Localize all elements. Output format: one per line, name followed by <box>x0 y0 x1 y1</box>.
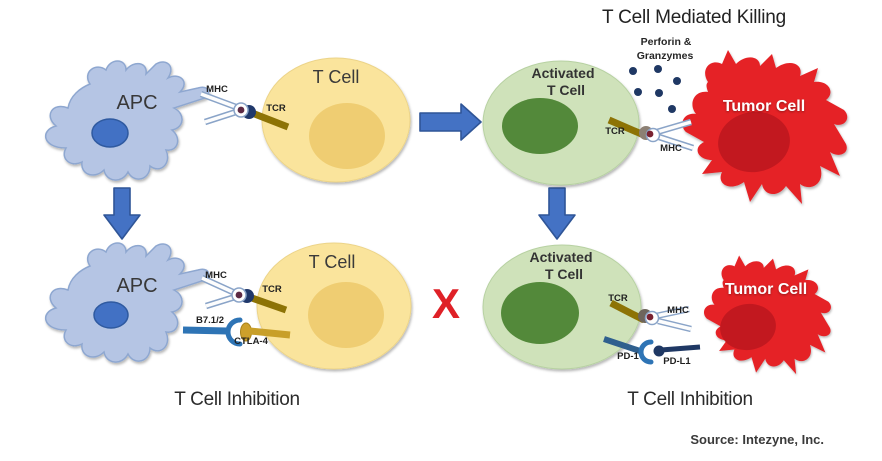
mhc-label-top-right: MHC <box>660 143 682 154</box>
pd1-label: PD-1 <box>617 351 639 362</box>
granule-dot <box>673 77 681 85</box>
tcr-label-top-right: TCR <box>605 126 625 137</box>
apc-body-top <box>44 60 210 181</box>
tcell-top <box>261 57 411 183</box>
caption-left: T Cell Inhibition <box>174 389 300 410</box>
tcell-label-bottom: T Cell <box>308 252 356 272</box>
tumor-cell-bottom <box>703 255 831 375</box>
tumor-cell-top <box>682 50 848 204</box>
tcr-label-bottom-left: TCR <box>262 284 282 295</box>
tcell-label-top: T Cell <box>312 67 360 87</box>
arrow-down-right-icon <box>538 187 576 240</box>
antigen-peptide-icon <box>646 130 654 138</box>
tcr-mhc-synapse-bottom-right <box>609 299 692 333</box>
mhc-prong <box>658 135 694 150</box>
tcr-mhc-synapse-top-right <box>607 116 695 152</box>
mhc-prong <box>656 120 692 134</box>
tcr-label-top-left: TCR <box>266 103 286 114</box>
antigen-peptide-icon <box>237 106 245 114</box>
pdl1-rod-icon <box>660 344 701 353</box>
activated-label-top-line2: T Cell <box>546 82 586 98</box>
b7-cup-icon <box>225 317 243 347</box>
pd1-rod-icon <box>603 336 641 354</box>
pdl1-label: PD-L1 <box>663 356 691 367</box>
antigen-peptide-icon <box>646 313 654 321</box>
apc-body-bottom <box>44 242 210 363</box>
mhc-tcr-synapse-bottom-left <box>200 275 288 314</box>
tcell-nucleus-top <box>309 103 385 169</box>
mhc-prong <box>204 110 237 124</box>
mhc-label-top-left: MHC <box>206 84 228 95</box>
arrow-down-left-icon <box>103 187 141 240</box>
apc-label-bottom: APC <box>116 275 158 297</box>
mhc-label-bottom-left: MHC <box>205 270 227 281</box>
b7-rod-icon <box>182 326 228 335</box>
inhibition-x-mark: X <box>431 280 461 327</box>
pd1-pdl1-synapse <box>603 336 701 365</box>
b7-ctla4-synapse <box>182 317 291 347</box>
activated-nucleus-bottom <box>501 282 579 344</box>
mhc-prong <box>657 319 692 331</box>
perforin-label-line1: Perforin & <box>640 36 692 48</box>
activated-label-bottom-line2: T Cell <box>544 266 584 282</box>
activated-tcell-top <box>482 60 640 186</box>
apc-cell-top <box>44 60 210 181</box>
granule-dot <box>655 89 663 97</box>
antigen-peptide-icon <box>235 291 243 299</box>
apc-label-top: APC <box>116 92 158 114</box>
activated-label-bottom-line1: Activated <box>529 249 593 265</box>
source-credit: Source: Intezyne, Inc. <box>690 432 824 447</box>
mhc-label-bottom-right: MHC <box>667 305 689 316</box>
apc-nucleus-top <box>91 118 129 148</box>
b7-label: B7.1/2 <box>196 315 224 326</box>
tumor-label-top: Tumor Cell <box>722 98 806 115</box>
perforin-label-line2: Granzymes <box>636 50 694 62</box>
tcell-bottom <box>256 242 412 370</box>
mhc-prong <box>201 276 236 295</box>
diagram-title: T Cell Mediated Killing <box>601 7 787 28</box>
ctla4-label: CTLA-4 <box>234 336 268 347</box>
perforin-granules <box>629 65 681 113</box>
tcell-nucleus-bottom <box>308 282 384 348</box>
mhc-prong <box>205 295 236 308</box>
arrow-right-icon <box>419 103 482 141</box>
mhc-prong <box>200 92 237 109</box>
granule-dot <box>629 67 637 75</box>
tcr-label-bottom-right: TCR <box>608 293 628 304</box>
activated-nucleus-top <box>502 98 578 154</box>
tcr-rod-icon <box>250 109 290 131</box>
granule-dot <box>654 65 662 73</box>
pd1-cup-icon <box>638 339 654 365</box>
apc-nucleus-bottom <box>93 301 129 329</box>
tumor-nucleus-top <box>718 111 790 173</box>
granule-dot <box>634 88 642 96</box>
mhc-tcr-synapse-top-left <box>199 90 290 131</box>
activated-label-top-line1: Activated <box>531 65 595 81</box>
apc-cell-bottom <box>44 242 210 363</box>
tumor-nucleus-bottom <box>720 303 776 351</box>
tcr-rod-icon <box>247 293 288 314</box>
ctla4-rod-icon <box>249 327 291 339</box>
tumor-label-bottom: Tumor Cell <box>724 281 808 298</box>
caption-right: T Cell Inhibition <box>627 389 753 410</box>
mhc-prong <box>655 307 690 318</box>
granule-dot <box>668 105 676 113</box>
activated-tcell-bottom <box>482 244 642 370</box>
